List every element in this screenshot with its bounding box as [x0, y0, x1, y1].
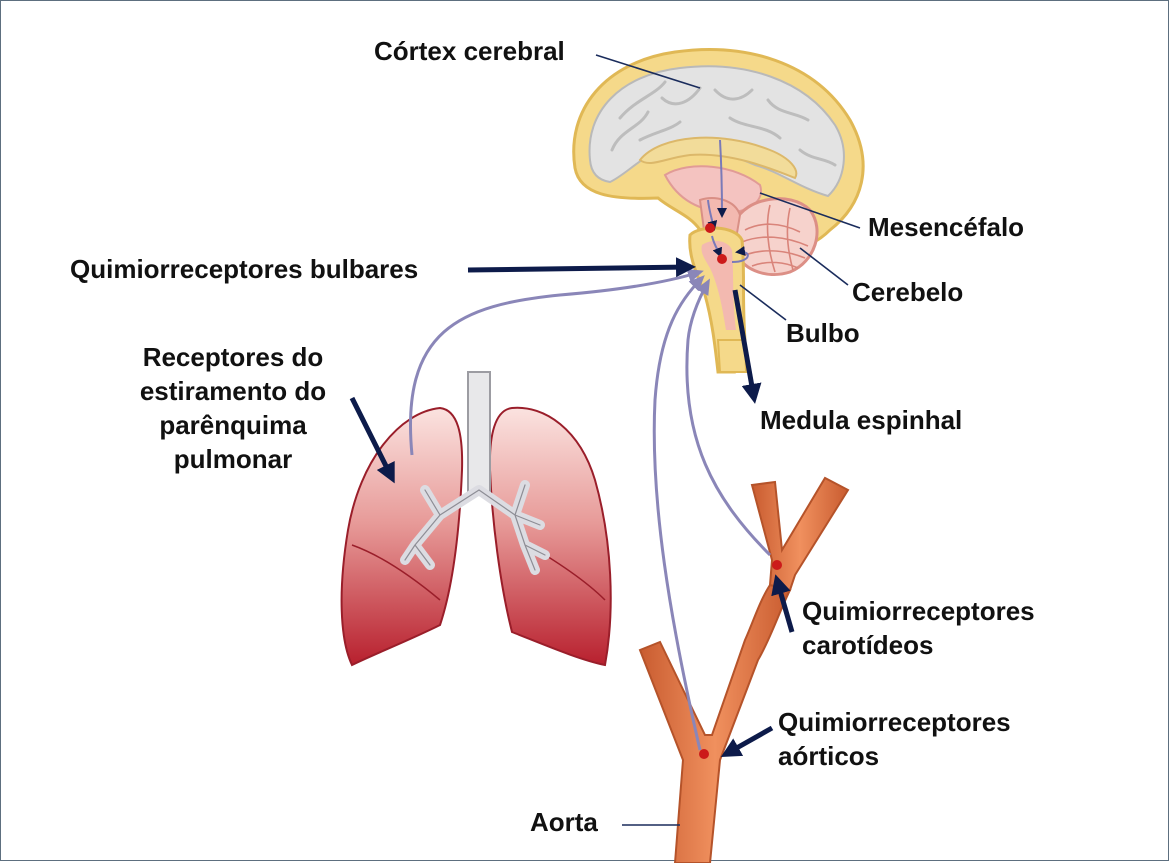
receptores-line-3: parênquima — [118, 408, 348, 442]
aorticos-line-1: Quimiorreceptores — [778, 705, 1011, 739]
aorticos-line-2: aórticos — [778, 739, 1011, 773]
carotideos-line-2: carotídeos — [802, 628, 1035, 662]
label-bulbo: Bulbo — [786, 316, 860, 350]
aorta-vessel — [640, 585, 790, 863]
label-quimiorreceptores-carotideos: Quimiorreceptores carotídeos — [802, 594, 1035, 662]
carotideos-line-1: Quimiorreceptores — [802, 594, 1035, 628]
receptores-line-2: estiramento do — [118, 374, 348, 408]
receptor-dot-carotid — [772, 560, 782, 570]
spinal-cord-top — [718, 340, 746, 372]
receptor-dot-bulbar — [717, 254, 727, 264]
trachea — [468, 372, 490, 495]
label-aorta: Aorta — [530, 805, 598, 839]
receptor-dot-aortic — [699, 749, 709, 759]
receptor-dot-midbrain — [705, 223, 715, 233]
label-quimiorreceptores-aorticos: Quimiorreceptores aórticos — [778, 705, 1011, 773]
label-quimiorreceptores-bulbares: Quimiorreceptores bulbares — [70, 252, 418, 286]
label-mesencefalo: Mesencéfalo — [868, 210, 1024, 244]
bulbo-leader — [740, 285, 786, 320]
bulbares-arrow — [468, 267, 690, 270]
carotid-vessel — [752, 478, 848, 590]
label-medula-espinhal: Medula espinhal — [760, 403, 962, 437]
left-lung — [342, 408, 463, 665]
aorticos-arrow — [726, 728, 772, 754]
receptores-line-1: Receptores do — [118, 340, 348, 374]
label-cerebelo: Cerebelo — [852, 275, 963, 309]
cerebelo-leader — [800, 248, 848, 285]
label-cortex-cerebral: Córtex cerebral — [374, 34, 565, 68]
lungs-illustration — [342, 372, 611, 665]
receptores-line-4: pulmonar — [118, 442, 348, 476]
vessels-illustration — [640, 478, 848, 863]
label-receptores-estiramento: Receptores do estiramento do parênquima … — [118, 340, 348, 476]
right-lung — [490, 408, 611, 665]
